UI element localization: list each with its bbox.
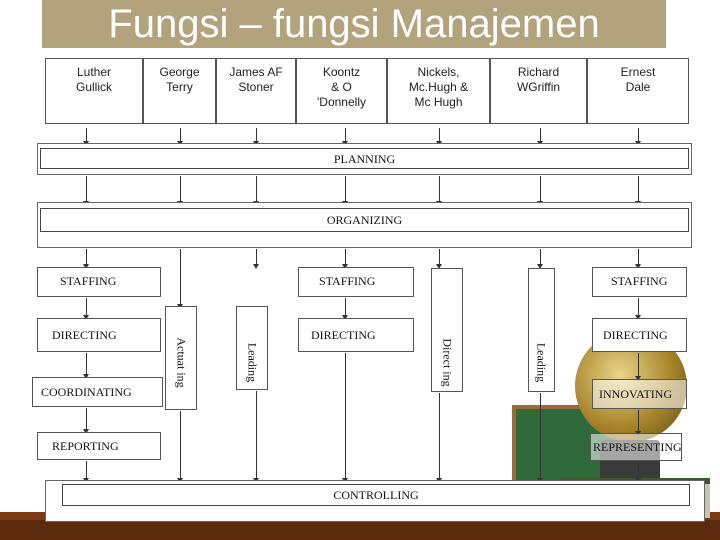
arrow-down [177,249,183,309]
directing-box: DIRECTING [592,318,687,352]
arrow-down [635,410,641,436]
arrow-down [635,353,641,381]
arrow-down [253,391,259,483]
staffing-label: STAFFING [319,274,376,288]
arrow-down [342,176,348,206]
arrow-down [253,249,259,269]
innovating-box: INNOVATING [592,379,687,409]
arrow-down [177,411,183,483]
representing-box: REPRESENTING [590,433,682,461]
staffing-label: STAFFING [60,274,117,288]
arrow-down [635,462,641,483]
arrow-down [342,128,348,146]
author-label: Nickels,Mc.Hugh &Mc Hugh [408,65,469,109]
actuating-box [165,306,197,410]
arrow-down [635,176,641,206]
arrow-down [436,128,442,146]
author-box-nickels: Nickels,Mc.Hugh &Mc Hugh [387,58,490,124]
arrow-down [83,298,89,320]
arrow-down [342,249,348,269]
staffing-box: STAFFING [298,267,414,297]
coordinating-box: COORDINATING [32,377,163,407]
coordinating-label: COORDINATING [41,385,132,399]
directing-box: DIRECTING [37,318,161,352]
leading-label: Leading [245,342,260,383]
arrow-down [177,176,183,206]
leading-box-griffin [528,268,555,392]
arrow-down [83,249,89,269]
arrow-down [83,128,89,146]
reporting-label: REPORTING [52,439,119,453]
title-bar [42,0,666,48]
directing-vertical-box [431,268,463,392]
arrow-down [253,176,259,206]
arrow-down [537,128,543,146]
planning-label: PLANNING [40,148,689,169]
arrow-down [635,249,641,269]
arrow-down [253,128,259,146]
innovating-label: INNOVATING [599,387,673,401]
desk-front-illustration [0,520,720,540]
directing-box: DIRECTING [298,318,414,352]
slide-title: Fungsi – fungsi Manajemen [108,2,600,46]
author-label: Koontz& O'Donnelly [317,65,366,109]
reporting-box: REPORTING [37,432,161,460]
organizing-label: ORGANIZING [40,208,689,232]
arrow-down [83,408,89,434]
arrow-down [83,176,89,206]
directing-vertical-label: Direct ing [440,338,455,387]
arrow-down [342,298,348,320]
arrow-down [436,249,442,269]
staffing-box: STAFFING [37,267,161,297]
author-box-koontz: Koontz& O'Donnelly [296,58,387,124]
actuating-label: Actuat ing [174,337,189,388]
arrow-down [83,461,89,483]
representing-label: REPRESENTING [593,440,682,454]
arrow-down [83,353,89,379]
directing-label: DIRECTING [311,328,376,342]
arrow-down [436,176,442,206]
arrow-down [537,176,543,206]
controlling-label: CONTROLLING [62,484,690,506]
arrow-down [635,298,641,320]
arrow-down [635,128,641,146]
leading-label: Leading [534,342,549,383]
directing-label: DIRECTING [603,328,668,342]
arrow-down [342,353,348,483]
arrow-down [177,128,183,146]
directing-label: DIRECTING [52,328,117,342]
arrow-down [537,249,543,269]
leading-box-stoner [236,306,268,390]
staffing-box: STAFFING [592,267,687,297]
arrow-down [436,393,442,483]
arrow-down [537,393,543,483]
staffing-label: STAFFING [611,274,668,288]
